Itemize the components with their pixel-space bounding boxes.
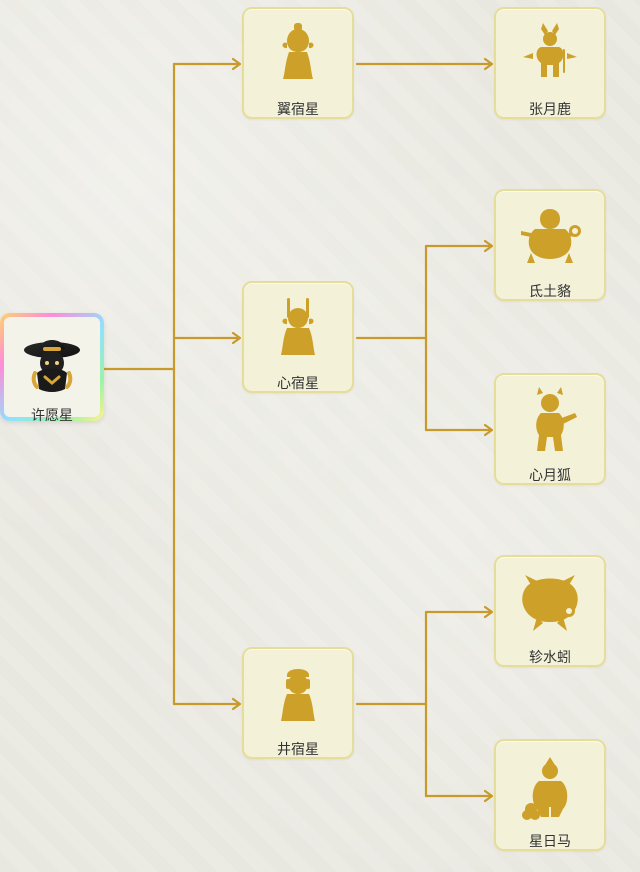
card-label-yin: 轸水蚓 xyxy=(529,650,571,666)
card-horse[interactable]: 星日马 xyxy=(494,739,606,851)
silhouette-fox-art xyxy=(515,385,585,455)
card-label-horse: 星日马 xyxy=(529,834,571,850)
card-label-fox: 心月狐 xyxy=(529,468,571,484)
silhouette-horse-art xyxy=(515,751,585,821)
card-label-di: 氐土貉 xyxy=(529,284,571,300)
card-fox[interactable]: 心月狐 xyxy=(494,373,606,485)
silhouette-wing-art xyxy=(263,19,333,89)
card-label-zhang: 张月鹿 xyxy=(529,102,571,118)
card-well[interactable]: 井宿星 xyxy=(242,647,354,759)
card-wing[interactable]: 翼宿星 xyxy=(242,7,354,119)
silhouette-fox-icon xyxy=(536,387,577,451)
wish-star-avatar-icon xyxy=(24,340,80,392)
avatar xyxy=(17,327,87,397)
silhouette-worm-art xyxy=(515,567,585,637)
card-root[interactable]: 许愿星 xyxy=(0,313,104,424)
silhouette-deer-icon xyxy=(523,23,577,77)
card-heart[interactable]: 心宿星 xyxy=(242,281,354,393)
card-di[interactable]: 氐土貉 xyxy=(494,189,606,301)
card-label-wing: 翼宿星 xyxy=(277,102,319,118)
silhouette-heart-icon xyxy=(281,298,315,355)
silhouette-horse-icon xyxy=(522,757,568,820)
card-label-well: 井宿星 xyxy=(277,742,319,758)
silhouette-heart-art xyxy=(263,293,333,363)
silhouette-wing-icon xyxy=(282,23,314,79)
card-label-heart: 心宿星 xyxy=(277,376,319,392)
silhouette-well-icon xyxy=(281,669,315,721)
silhouette-raccoon-art xyxy=(515,201,585,271)
card-yin[interactable]: 轸水蚓 xyxy=(494,555,606,667)
card-label-root: 许愿星 xyxy=(31,408,73,424)
silhouette-raccoon-icon xyxy=(521,209,581,263)
silhouette-deer-art xyxy=(515,19,585,89)
silhouette-well-art xyxy=(263,659,333,729)
silhouette-worm-icon xyxy=(522,575,578,631)
card-zhang[interactable]: 张月鹿 xyxy=(494,7,606,119)
